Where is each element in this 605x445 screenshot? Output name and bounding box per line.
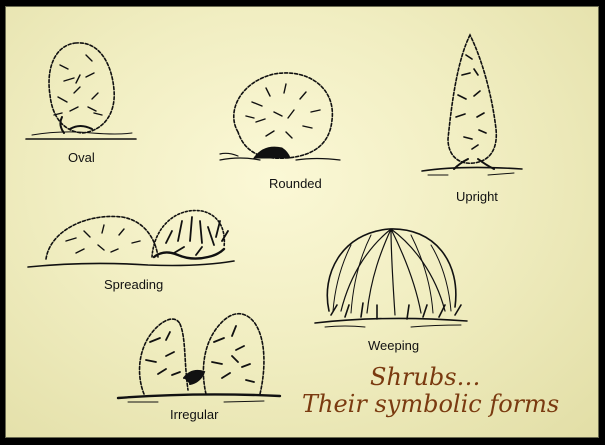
label-upright: Upright [456,189,498,204]
weeping-shrub-icon [311,215,471,335]
label-oval: Oval [68,150,95,165]
label-rounded: Rounded [269,176,322,191]
rounded-shrub-icon [216,62,346,172]
caption-line-1: Shrubs… [370,364,481,390]
caption-line-2: Their symbolic forms [302,391,559,417]
label-spreading: Spreading [104,277,163,292]
spreading-shrub-icon [26,197,236,277]
label-weeping: Weeping [368,338,419,353]
upright-shrub-icon [418,29,528,179]
oval-shrub-icon [24,35,139,145]
label-irregular: Irregular [170,407,218,422]
irregular-shrub-icon [114,302,284,407]
slide-canvas: Oval Rounded Upright [5,6,599,438]
